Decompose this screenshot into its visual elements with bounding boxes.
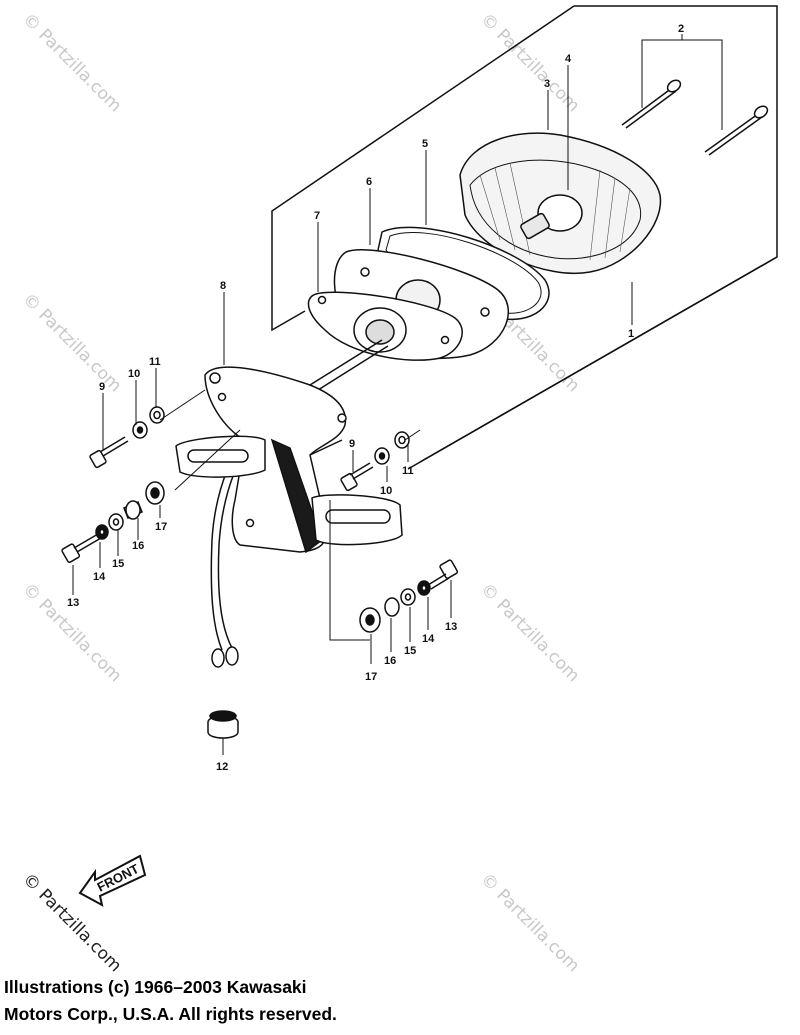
- watermark-6: © Partzilla.com: [476, 579, 583, 686]
- callout-8: 8: [220, 280, 226, 292]
- callout-11a: 11: [149, 356, 161, 368]
- lens-screws: [621, 79, 769, 156]
- copyright-notice: Illustrations (c) 1966–2003 Kawasaki Mot…: [4, 974, 564, 1028]
- callout-13a: 13: [67, 597, 79, 609]
- watermark-3: © Partzilla.com: [18, 289, 125, 396]
- callout-15a: 15: [112, 558, 124, 570]
- callout-10a: 10: [128, 368, 140, 380]
- callout-9a: 9: [99, 381, 105, 393]
- hardware-set-upper-left: [89, 406, 165, 469]
- hardware-set-upper-right: [340, 431, 410, 492]
- callout-5: 5: [422, 138, 428, 150]
- callouts: 2 3 4 5 6 7 8 1 11 10 9 9 11 10 17 16 15…: [67, 23, 684, 773]
- callout-16a: 16: [132, 540, 144, 552]
- callout-14a: 14: [93, 571, 106, 583]
- watermark-7: © Partzilla.com: [476, 869, 583, 976]
- callout-16b: 16: [384, 655, 396, 667]
- callout-6: 6: [366, 176, 372, 188]
- watermark-5: © Partzilla.com: [18, 579, 125, 686]
- callout-17b: 17: [365, 671, 377, 683]
- front-label: FRONT: [95, 861, 142, 895]
- callout-15b: 15: [404, 645, 416, 657]
- callout-7: 7: [314, 210, 320, 222]
- callout-2: 2: [678, 23, 684, 35]
- callout-14b: 14: [422, 633, 435, 645]
- callout-9b: 9: [349, 438, 355, 450]
- callout-1: 1: [628, 328, 634, 340]
- hardware-set-lower-left: [61, 481, 165, 563]
- callout-13b: 13: [445, 621, 457, 633]
- mounting-gasket: [307, 291, 463, 361]
- hardware-set-lower-right: [359, 559, 459, 633]
- copyright-line-1: Illustrations (c) 1966–2003 Kawasaki: [4, 977, 307, 997]
- tail-bracket: [175, 366, 403, 554]
- callout-11b: 11: [402, 465, 414, 477]
- callout-17a: 17: [155, 521, 167, 533]
- grommet: [207, 710, 239, 739]
- wire-harness: [210, 339, 389, 668]
- callout-4: 4: [565, 53, 572, 65]
- front-arrow: FRONT: [78, 854, 147, 907]
- assembly-outline: [271, 5, 778, 470]
- callout-3: 3: [544, 78, 550, 90]
- bulb: [520, 194, 583, 240]
- callout-10b: 10: [380, 485, 392, 497]
- callout-12: 12: [216, 761, 228, 773]
- watermark-1: © Partzilla.com: [18, 9, 125, 116]
- leader-lines: [72, 34, 723, 755]
- copyright-line-2: Motors Corp., U.S.A. All rights reserved…: [4, 1004, 337, 1024]
